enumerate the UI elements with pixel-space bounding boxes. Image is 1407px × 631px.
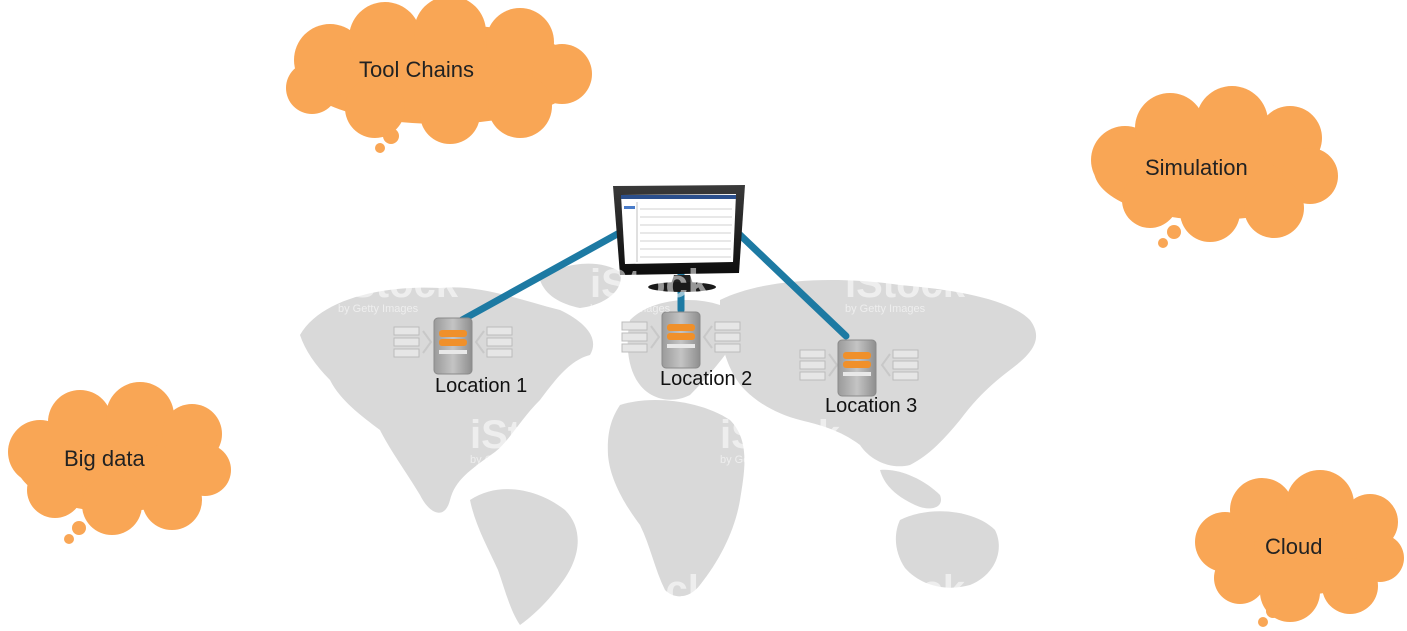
watermark-brand: iStock	[720, 413, 841, 457]
cloud-cloud	[1195, 470, 1404, 627]
cloud-label: Cloud	[1265, 534, 1323, 559]
big-data-cloud	[8, 382, 231, 544]
watermark-byline: by Getty Images	[845, 303, 926, 315]
watermark-byline: by Getty Images	[590, 303, 671, 315]
map-southeast-asia	[880, 469, 941, 509]
tool-chains-cloud	[286, 0, 592, 153]
simulation-label: Simulation	[1145, 155, 1248, 180]
tool-chains-label: Tool Chains	[359, 57, 474, 82]
location-1-label: Location 1	[435, 375, 528, 397]
watermark-byline: by Getty Images	[470, 454, 551, 466]
server-stack-location-2	[621, 311, 741, 369]
map-australia	[895, 511, 999, 588]
watermark-brand: iStock	[590, 568, 711, 612]
watermark-byline: by Getty Images	[590, 609, 671, 621]
map-greenland	[540, 263, 621, 308]
map-africa	[607, 400, 745, 597]
watermark-byline: by Getty Images	[845, 609, 926, 621]
watermark-brand: iStock	[845, 568, 966, 612]
location-3-label: Location 3	[825, 395, 918, 417]
watermark-brand: iStock	[590, 262, 711, 306]
server-stack-location-1	[393, 317, 513, 375]
connector-location-1	[458, 228, 625, 324]
map-north-america	[300, 287, 594, 513]
monitor-icon	[613, 185, 745, 292]
watermark-brand: iStock	[845, 262, 966, 306]
world-map	[300, 263, 1037, 625]
watermark-byline: by Getty Images	[338, 303, 419, 315]
connector-location-3	[733, 228, 850, 340]
server-stack-location-3	[799, 339, 919, 397]
big-data-label: Big data	[64, 446, 145, 471]
map-asia	[720, 280, 1037, 467]
watermark-brand: iStock	[470, 413, 591, 457]
map-south-america	[470, 489, 578, 625]
watermark-byline: by Getty Images	[720, 454, 801, 466]
simulation-cloud	[1091, 86, 1338, 248]
watermark-brand: iStock	[338, 568, 459, 612]
watermark-brand: iStock	[338, 262, 459, 306]
location-2-label: Location 2	[660, 368, 753, 390]
watermark-byline: by Getty Images	[338, 609, 419, 621]
